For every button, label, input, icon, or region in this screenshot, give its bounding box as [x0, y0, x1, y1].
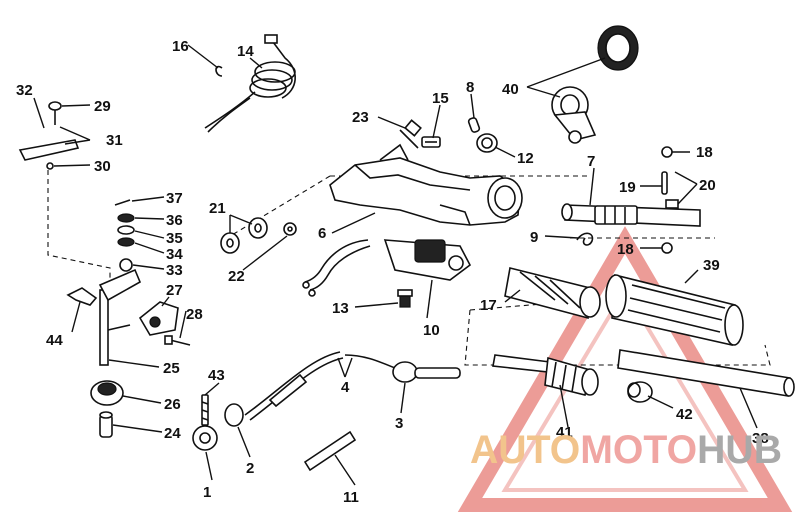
- screw-part-28: [164, 335, 191, 346]
- bolt-part-23: [399, 119, 422, 149]
- callout-label: 27: [166, 282, 183, 299]
- callout-label: 30: [94, 158, 111, 175]
- cable-part-4: [244, 351, 396, 421]
- callout-label: 28: [186, 306, 203, 323]
- callout-label: 4: [341, 379, 350, 396]
- callout-label: 40: [502, 81, 519, 98]
- callout-label: 15: [432, 90, 449, 107]
- pin-part-8: [467, 117, 481, 133]
- leader-lines: [33, 44, 758, 486]
- cable-end-part-3: [392, 361, 461, 383]
- spring-clip-part-9: [576, 232, 594, 246]
- svg-text:AUTOMOTOHUB: AUTOMOTOHUB: [470, 428, 782, 472]
- washer-stack-33-37: [114, 199, 135, 272]
- watermark-text-auto: AUTO: [470, 428, 580, 472]
- callout-label: 12: [517, 150, 534, 167]
- lanyard-coil-part-14: [204, 34, 296, 133]
- callout-label: 36: [166, 212, 183, 229]
- callout-label: 31: [106, 132, 123, 149]
- watermark-wordmark: AUTOMOTOHUB: [470, 428, 782, 472]
- callout-label: 42: [676, 406, 693, 423]
- watermark-text-hub: HUB: [697, 428, 782, 472]
- callout-labels: 1 2 3 4 6 7 8 9 10 11 12 13 14 15 16 17 …: [16, 38, 769, 506]
- callout-label: 2: [246, 460, 254, 477]
- washers-part-21: [220, 217, 268, 254]
- block-part-27: [138, 301, 179, 336]
- callout-label: 14: [237, 43, 254, 60]
- grip-sleeve-part-17: [504, 267, 601, 320]
- callout-label: 43: [208, 367, 225, 384]
- callout-label: 29: [94, 98, 111, 115]
- callout-label: 35: [166, 230, 183, 247]
- socket-part-2: [224, 403, 244, 427]
- callout-label: 18: [617, 241, 634, 258]
- callout-label: 22: [228, 268, 245, 285]
- clip-ring-part-16: [215, 65, 223, 77]
- callout-label: 20: [699, 177, 716, 194]
- callout-label: 21: [209, 200, 226, 217]
- hardware-parts-18-19-20: [661, 146, 679, 254]
- callout-label: 16: [172, 38, 189, 55]
- callout-label: 7: [587, 153, 595, 170]
- shaft-part-25: [98, 268, 142, 366]
- callout-label: 11: [343, 489, 359, 506]
- grip-assembly-part-40: [551, 25, 639, 144]
- callout-label: 34: [166, 246, 183, 263]
- callout-label: 13: [332, 300, 349, 317]
- callout-label: 25: [163, 360, 180, 377]
- callout-label: 37: [166, 190, 183, 207]
- arm-parts-29-32: [18, 101, 80, 170]
- gear-part-26: [90, 380, 124, 406]
- callout-label: 33: [166, 262, 183, 279]
- cylinder-part-24: [99, 411, 113, 438]
- watermark-text-moto: MOTO: [580, 428, 697, 472]
- callout-label: 24: [164, 425, 181, 442]
- ball-joint-part-1: [192, 425, 218, 451]
- callout-label: 3: [395, 415, 403, 432]
- throttle-shaft-part-7: [561, 203, 701, 227]
- callout-label: 1: [203, 484, 211, 501]
- tiller-bracket-part-6: [329, 143, 523, 226]
- callout-label: 8: [466, 79, 474, 96]
- callout-label: 18: [696, 144, 713, 161]
- callout-label: 26: [164, 396, 181, 413]
- switch-bracket-part-10: [302, 239, 472, 297]
- screw-part-43: [201, 394, 209, 426]
- callout-label: 23: [352, 109, 369, 126]
- callout-label: 6: [318, 225, 326, 242]
- cap-part-42: [627, 381, 653, 403]
- callout-label: 19: [619, 179, 636, 196]
- callout-label: 39: [703, 257, 720, 274]
- handle-grip-part-39: [605, 273, 744, 346]
- callout-label: 17: [480, 297, 497, 314]
- callout-label: 41: [556, 424, 573, 441]
- clamp-part-44: [66, 287, 98, 306]
- tube-part-38: [617, 349, 795, 397]
- assembly-outlines: [47, 170, 771, 366]
- callout-label: 44: [46, 332, 63, 349]
- clip-part-15: [421, 136, 441, 148]
- callout-label: 9: [530, 229, 538, 246]
- callout-label: 38: [752, 430, 769, 447]
- bushing-part-12: [476, 133, 498, 153]
- throttle-tube-part-41: [492, 354, 599, 396]
- pin-part-11: [303, 430, 357, 472]
- bolt-part-13: [397, 289, 413, 308]
- callout-label: 10: [423, 322, 440, 339]
- callout-label: 32: [16, 82, 33, 99]
- nut-part-22: [283, 222, 297, 236]
